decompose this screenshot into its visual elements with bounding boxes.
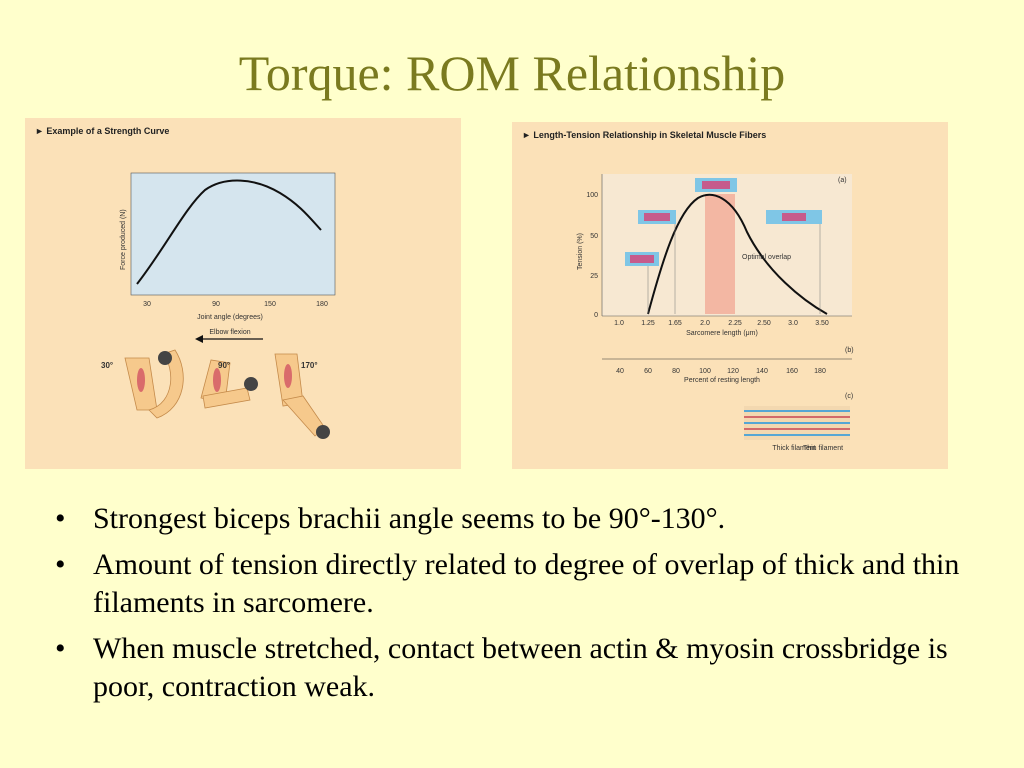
elbow-flexion-label: Elbow flexion [209,329,250,336]
left-ylabel: Force produced (N) [120,209,127,270]
sarcomere-icon-3 [766,210,822,224]
xtick-3.0: 3.0 [788,320,798,327]
bullet-item: Amount of tension directly related to de… [55,546,985,622]
left-tick-30: 30 [143,301,151,308]
thin-filament-label: Thin filament [803,445,843,452]
left-tick-180: 180 [316,301,328,308]
filament-diagram-icon [744,406,850,440]
xtick-1.0: 1.0 [614,320,624,327]
strength-curve-svg: Force produced (N) 30 90 150 180 Joint a… [101,172,336,439]
xtick-2.0: 2.0 [700,320,710,327]
arrow-head-icon [195,335,203,343]
xtick-3.50: 3.50 [815,320,829,327]
right-ylabel: Tension (%) [577,233,584,270]
arm-170-icon [274,353,330,439]
thick-filament-label: Thick filament [772,445,815,452]
percent-label: Percent of resting length [684,377,760,384]
xtick-1.25: 1.25 [641,320,655,327]
length-tension-svg: Tension (%) 0 25 50 100 1.0 1.25 1.65 2.… [577,174,854,452]
bullet-item: When muscle stretched, contact between a… [55,630,985,706]
right-figure-caption: ► Length-Tension Relationship in Skeleta… [522,130,767,140]
btick-40: 40 [616,368,624,375]
btick-160: 160 [786,368,798,375]
strength-curve-line [136,179,322,285]
btick-180: 180 [814,368,826,375]
xtick-1.65: 1.65 [668,320,682,327]
length-tension-curve [647,193,828,315]
btick-80: 80 [672,368,680,375]
left-tick-150: 150 [264,301,276,308]
arm-30-icon [124,349,184,419]
xtick-2.50: 2.50 [757,320,771,327]
ytick-50: 50 [590,233,598,240]
angle-170-label: 170° [301,361,318,370]
right-xlabel: Sarcomere length (μm) [686,330,758,337]
ytick-25: 25 [590,273,598,280]
arm-90-icon [200,359,258,409]
left-xlabel: Joint angle (degrees) [197,314,263,321]
ytick-0: 0 [594,312,598,319]
btick-100: 100 [699,368,711,375]
strength-curve-figure: ► Example of a Strength Curve Force prod… [25,118,461,469]
optimal-overlap-label: Optimal overlap [742,254,791,261]
angle-90-label: 90° [218,361,230,370]
angle-30-label: 30° [101,361,113,370]
left-tick-90: 90 [212,301,220,308]
sarcomere-icon-4 [625,252,659,266]
panel-b-label: (b) [845,347,854,354]
sarcomere-icon-1 [695,178,737,192]
ytick-100: 100 [586,192,598,199]
xtick-2.25: 2.25 [728,320,742,327]
btick-140: 140 [756,368,768,375]
bullet-list: Strongest biceps brachii angle seems to … [55,500,985,714]
btick-120: 120 [727,368,739,375]
panel-c-label: (c) [845,393,853,400]
optimal-band [705,194,735,314]
btick-60: 60 [644,368,652,375]
left-figure-caption: ► Example of a Strength Curve [35,126,170,136]
bullet-item: Strongest biceps brachii angle seems to … [55,500,985,538]
sarcomere-icon-2 [638,210,676,224]
length-tension-figure: ► Length-Tension Relationship in Skeleta… [512,122,948,469]
strength-plot-area [130,172,336,296]
panel-a-label: (a) [838,177,847,184]
slide-title: Torque: ROM Relationship [238,45,786,101]
